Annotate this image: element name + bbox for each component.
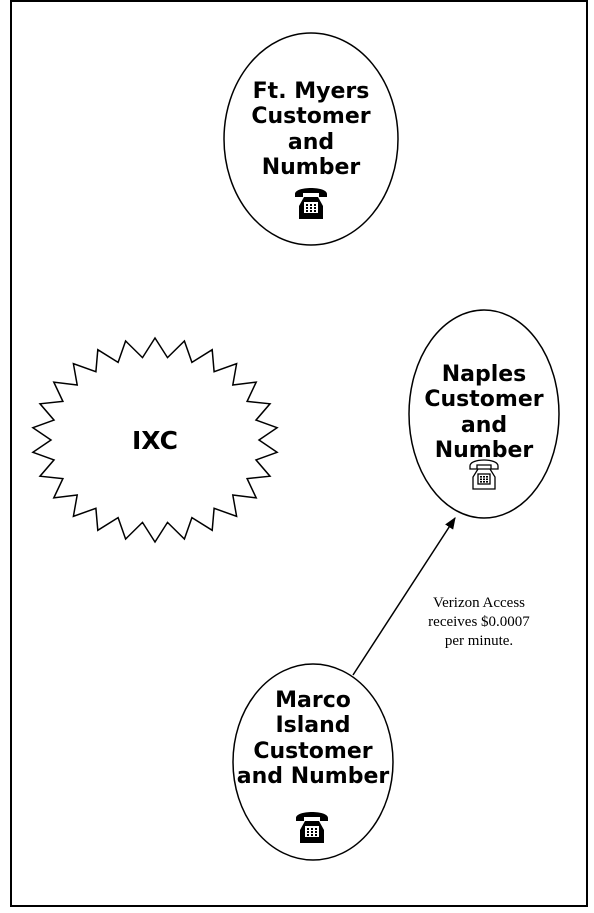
annotation-line2: receives $0.0007 <box>428 613 530 630</box>
filled-telephone-icon <box>296 812 328 843</box>
marco-island-label: Marco Island Customer and Number <box>235 688 391 789</box>
marco-line1: Marco <box>275 688 351 713</box>
ft-myers-ellipse <box>223 32 399 246</box>
annotation-line3: per minute. <box>444 632 514 649</box>
filled-telephone-icon <box>295 188 327 219</box>
access-charge-annotation: Verizon Access receives $0.0007 per minu… <box>404 594 554 650</box>
annotation-line1: Verizon Access <box>432 595 526 611</box>
outline-telephone-icon <box>469 459 499 490</box>
marco-line4: and Number <box>236 763 390 789</box>
marco-line2: Island <box>275 713 351 739</box>
naples-label: Naples Customer and Number <box>408 362 560 463</box>
naples-ellipse <box>408 309 560 519</box>
ft-myers-line2: Customer <box>251 104 371 130</box>
marco-line3: Customer <box>253 738 373 764</box>
naples-line1: Naples <box>441 362 527 387</box>
ft-myers-line3: and Number <box>261 129 361 180</box>
ft-myers-label: Ft. Myers Customer and Number <box>236 79 386 180</box>
ixc-label: IXC <box>110 426 200 456</box>
marco-island-ellipse <box>232 663 394 861</box>
ixc-starburst <box>31 336 279 544</box>
naples-line2: Customer <box>424 387 544 413</box>
ft-myers-line1: Ft. Myers <box>252 79 370 104</box>
ixc-text: IXC <box>131 426 179 455</box>
access-charge-arrow <box>352 516 456 676</box>
naples-line3: and Number <box>434 412 534 463</box>
